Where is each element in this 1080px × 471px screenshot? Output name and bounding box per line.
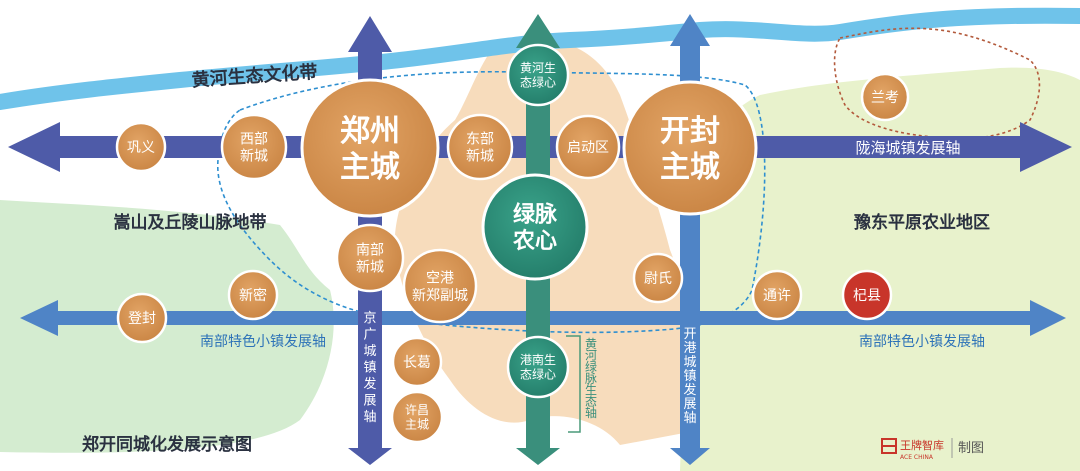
node-weishi: 尉氏	[632, 252, 684, 304]
node-nanbu: 南部新城	[335, 223, 405, 293]
node-zhengzhou: 郑州主城	[300, 78, 440, 218]
node-kaifeng: 开封主城	[622, 80, 758, 216]
node-label: 兰考	[871, 90, 899, 106]
node-label: 南部新城	[356, 243, 384, 276]
logo-text: 王牌智库	[900, 438, 944, 452]
axis-label-longhai: 陇海城镇发展轴	[855, 139, 960, 157]
green-axis-bracket	[566, 335, 581, 433]
node-changge: 长葛	[391, 336, 443, 388]
node-gangnan-green: 港南生态绿心	[506, 335, 570, 399]
node-lankao: 兰考	[860, 72, 910, 122]
node-label: 杞县	[853, 288, 881, 304]
node-xuchang: 许昌主城	[390, 390, 444, 444]
axis-label-south-east: 南部特色小镇发展轴	[859, 333, 985, 350]
node-lvmai: 绿脉农心	[481, 173, 589, 281]
node-label: 登封	[128, 311, 156, 327]
node-konggang: 空港新郑副城	[402, 248, 478, 324]
node-label: 通许	[763, 288, 791, 304]
credit-suffix: 制图	[958, 441, 984, 456]
node-gongyi: 巩义	[115, 121, 167, 173]
axis-label-jingguang: 京广城镇发展轴	[363, 311, 376, 425]
node-dengfeng: 登封	[116, 292, 168, 344]
node-label: 巩义	[127, 140, 155, 156]
node-label: 西部新城	[240, 132, 268, 165]
credit-logo: 王牌智库 ACE CHINA 制图	[881, 438, 984, 461]
node-dongbu: 东部新城	[446, 113, 514, 181]
node-tongxu: 通许	[751, 269, 803, 321]
yellow-river	[0, 7, 1080, 110]
node-label: 长葛	[403, 355, 431, 371]
west-green-region	[0, 200, 334, 453]
node-label: 绿脉农心	[512, 202, 558, 254]
axis-label-green: 黄河绿脉生态轴	[585, 337, 597, 420]
node-label: 黄河生态绿心	[520, 61, 556, 89]
node-label: 郑州主城	[340, 114, 400, 185]
page-title: 郑开同城化发展示意图	[82, 434, 252, 455]
east-area-label: 豫东平原农业地区	[854, 212, 990, 233]
node-qixian: 杞县	[841, 269, 893, 321]
node-label: 港南生态绿心	[520, 352, 556, 381]
node-label: 空港新郑副城	[412, 270, 468, 304]
lankao-boundary	[833, 27, 1041, 140]
node-xinmi: 新密	[227, 269, 279, 321]
logo-subtext: ACE CHINA	[900, 454, 934, 461]
node-label: 开封主城	[660, 114, 720, 185]
node-label: 东部新城	[466, 132, 494, 165]
west-belt-label: 嵩山及丘陵山脉地带	[114, 212, 267, 233]
axis-label-kaigang: 开港城镇发展轴	[683, 327, 696, 426]
node-qidong: 启动区	[555, 114, 621, 180]
river-label: 黄河生态文化带	[191, 61, 318, 92]
node-label: 尉氏	[644, 271, 672, 287]
node-label: 新密	[239, 287, 267, 304]
east-plain-region	[680, 67, 1080, 471]
axis-label-south-west: 南部特色小镇发展轴	[200, 333, 326, 350]
node-label: 许昌主城	[405, 403, 429, 431]
node-xibu: 西部新城	[220, 113, 288, 181]
node-label: 启动区	[567, 140, 609, 156]
node-huanghe-green: 黄河生态绿心	[506, 43, 570, 107]
